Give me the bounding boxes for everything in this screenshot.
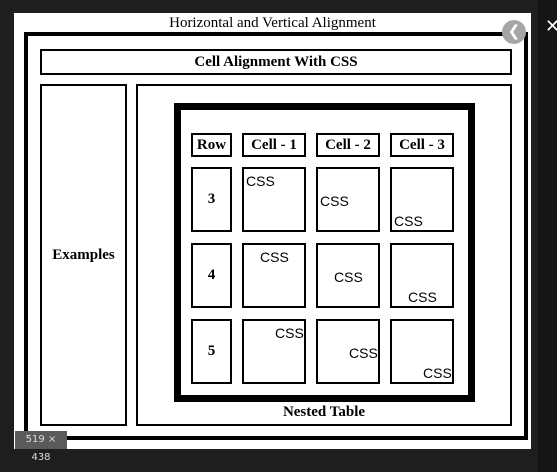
table-cell: CSS — [242, 243, 306, 308]
dimension-badge: 519 × 438 — [15, 431, 67, 463]
table-cell: CSS — [390, 243, 454, 308]
table-header: Cell Alignment With CSS — [40, 49, 512, 75]
css-label: CSS — [334, 269, 363, 285]
table-cell: CSS — [242, 167, 306, 232]
examples-cell: Examples — [40, 84, 127, 426]
table-cell: CSS — [316, 167, 380, 232]
viewer-right-strip — [538, 0, 557, 472]
css-label: CSS — [260, 249, 289, 265]
close-icon[interactable]: ✕ — [545, 16, 557, 37]
col-header-cell-3: Cell - 3 — [390, 133, 454, 157]
chevron-left-icon: ❮ — [507, 22, 521, 40]
nested-table: Row Cell - 1 Cell - 2 Cell - 3 3 CSS CSS… — [174, 103, 475, 402]
table-cell: CSS — [316, 243, 380, 308]
css-label: CSS — [320, 193, 349, 209]
table-cell: CSS — [390, 319, 454, 384]
table-caption: Horizontal and Vertical Alignment — [169, 15, 376, 31]
row-number: 3 — [191, 167, 232, 232]
css-label: CSS — [246, 173, 275, 189]
css-label: CSS — [275, 325, 304, 341]
outer-table: Cell Alignment With CSS Examples Row Cel… — [24, 32, 528, 440]
col-header-cell-2: Cell - 2 — [316, 133, 380, 157]
examples-label: Examples — [52, 247, 115, 263]
row-number: 4 — [191, 243, 232, 308]
css-label: CSS — [349, 345, 378, 361]
table-cell: CSS — [390, 167, 454, 232]
css-label: CSS — [423, 365, 452, 381]
col-header-row: Row — [191, 133, 232, 157]
back-button[interactable]: ❮ — [502, 20, 526, 44]
col-header-cell-1: Cell - 1 — [242, 133, 306, 157]
css-label: CSS — [394, 213, 423, 229]
row-number: 5 — [191, 319, 232, 384]
table-cell: CSS — [316, 319, 380, 384]
css-label: CSS — [408, 289, 437, 305]
nested-table-cell: Row Cell - 1 Cell - 2 Cell - 3 3 CSS CSS… — [136, 84, 512, 426]
screenshot-canvas: Horizontal and Vertical Alignment Cell A… — [14, 13, 531, 449]
nested-table-label: Nested Table — [282, 404, 366, 420]
table-cell: CSS — [242, 319, 306, 384]
